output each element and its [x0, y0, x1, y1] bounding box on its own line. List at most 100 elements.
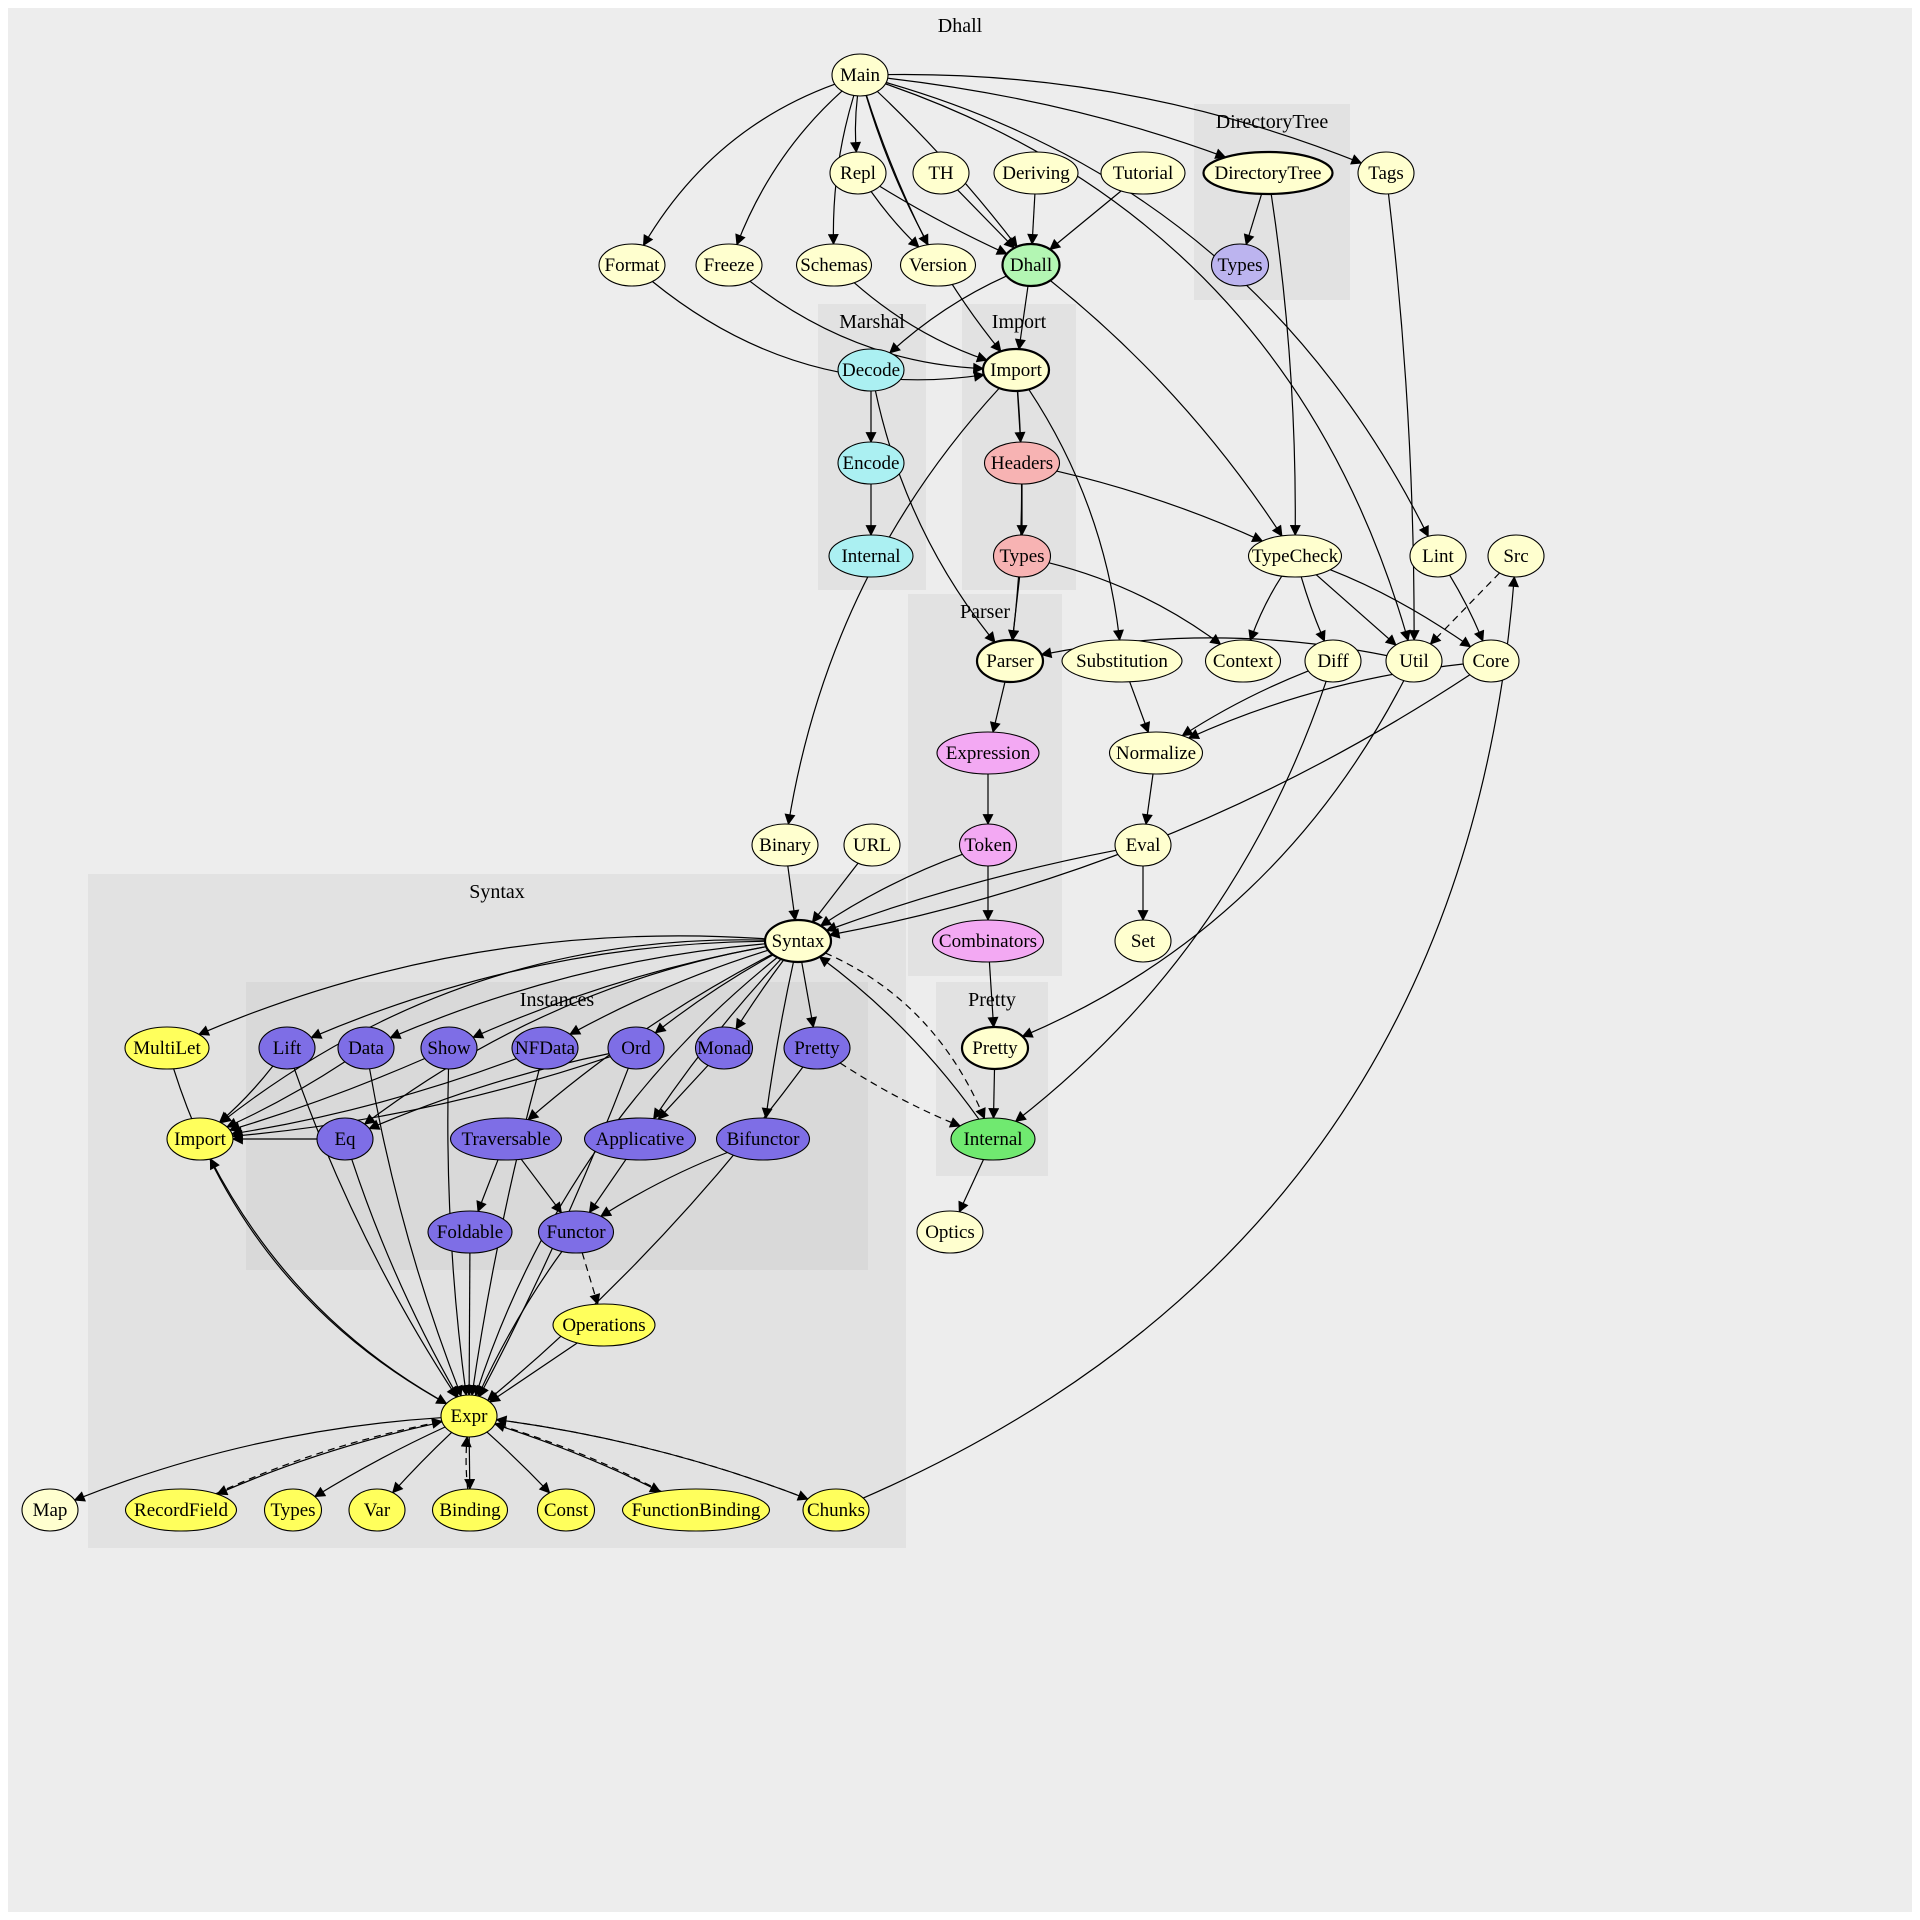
node-label-freeze: Freeze [704, 255, 755, 276]
node-label-types_imp: Types [999, 546, 1044, 567]
edge-traversable-functor [520, 1158, 563, 1214]
edge-repl-version [870, 191, 920, 248]
edge-substitution-normalize [1129, 681, 1151, 734]
node-token: Token [958, 823, 1018, 867]
edge-internal_pretty-optics [958, 1159, 985, 1213]
edge-main-repl [850, 95, 862, 154]
node-label-eq: Eq [334, 1129, 356, 1150]
edge-types_imp-parser [1008, 576, 1021, 642]
edge-data-expr [369, 1068, 463, 1397]
edge-tutorial-dhall [1049, 190, 1122, 251]
node-optics: Optics [916, 1210, 984, 1254]
edge-syntax-ord [654, 954, 774, 1034]
node-substitution: Substitution [1061, 639, 1183, 683]
edge-chunks-expr [495, 1415, 809, 1500]
edge-syntax-pretty_inst [801, 961, 817, 1029]
node-eval: Eval [1114, 823, 1172, 867]
node-pretty_inst: Pretty [783, 1026, 851, 1070]
cluster-label-instances: Instances [520, 989, 595, 1011]
edge-main-format [642, 83, 836, 247]
node-label-internal_marshal: Internal [841, 546, 900, 567]
node-schemas: Schemas [795, 243, 873, 287]
edge-show-import_syn [228, 1057, 426, 1133]
edge-eval-syntax [825, 849, 1117, 933]
node-var: Var [348, 1488, 406, 1532]
edge-combinators-pretty_main [987, 961, 999, 1029]
node-label-tutorial: Tutorial [1113, 163, 1174, 184]
edge-typecheck-util [1315, 574, 1397, 646]
node-eq: Eq [316, 1117, 374, 1161]
node-label-lift: Lift [273, 1038, 302, 1059]
edge-main-tags [887, 73, 1363, 165]
node-label-decode: Decode [842, 360, 900, 381]
cluster-label-syntax: Syntax [469, 881, 525, 903]
edge-url-syntax [811, 862, 859, 923]
edge-schemas-import_top [853, 282, 988, 363]
node-directorytree: DirectoryTree [1202, 150, 1334, 196]
node-version: Version [899, 243, 977, 287]
node-label-types_syn: Types [270, 1500, 315, 1521]
edge-expr-var [391, 1431, 453, 1494]
node-operations: Operations [552, 1303, 656, 1347]
edge-main-directorytree [887, 77, 1227, 159]
node-util: Util [1385, 639, 1443, 683]
edge-expr-map [73, 1417, 442, 1502]
edge-main-util [885, 83, 1411, 642]
node-label-context: Context [1213, 651, 1274, 672]
edge-decode-parser [874, 390, 996, 644]
node-tutorial: Tutorial [1100, 151, 1186, 195]
node-types_dt: Types [1210, 243, 1270, 287]
edge-th-dhall [957, 189, 1016, 249]
node-show: Show [420, 1026, 478, 1070]
edge-lint-core [1449, 574, 1485, 642]
edges-layer [73, 73, 1519, 1502]
edge-expr-const [486, 1431, 551, 1494]
edge-syntax-monad [735, 959, 785, 1030]
edge-syntax-import_syn [219, 939, 766, 1124]
node-multilet: MultiLet [124, 1026, 210, 1070]
edge-diff-internal_pretty [1014, 681, 1327, 1122]
node-label-url: URL [853, 835, 891, 856]
node-lint: Lint [1409, 534, 1467, 578]
node-functor: Functor [537, 1210, 615, 1254]
edge-headers-typecheck [1056, 470, 1264, 542]
cluster-label-parser: Parser [960, 601, 1010, 623]
edge-binding-expr [460, 1435, 472, 1490]
node-label-lint: Lint [1422, 546, 1454, 567]
node-label-eval: Eval [1126, 835, 1161, 856]
node-foldable: Foldable [427, 1210, 513, 1254]
node-expr: Expr [440, 1394, 498, 1438]
node-label-data: Data [348, 1038, 384, 1059]
edge-freeze-import_top [749, 280, 985, 374]
edge-eq-expr [351, 1159, 459, 1398]
node-traversable: Traversable [449, 1117, 563, 1161]
node-typecheck: TypeCheck [1247, 534, 1343, 578]
edge-src-util [1429, 572, 1500, 645]
node-context: Context [1204, 639, 1282, 683]
node-types_imp: Types [992, 534, 1052, 578]
node-label-bifunctor: Bifunctor [727, 1129, 800, 1150]
edge-import_top-binary [784, 387, 1000, 826]
edge-bifunctor-functor [599, 1151, 728, 1217]
node-normalize: Normalize [1108, 731, 1204, 775]
node-label-dhall: Dhall [1010, 255, 1052, 276]
node-format: Format [598, 243, 666, 287]
node-label-repl: Repl [840, 163, 876, 184]
node-label-token: Token [964, 835, 1012, 856]
edge-util-pretty_main [1021, 680, 1405, 1038]
edge-normalize-eval [1141, 773, 1154, 826]
node-import_top: Import [981, 347, 1051, 393]
node-label-const: Const [544, 1500, 589, 1521]
node-label-main: Main [840, 65, 881, 86]
node-dhall: Dhall [1001, 242, 1061, 288]
node-ord: Ord [607, 1026, 665, 1070]
node-label-combinators: Combinators [939, 931, 1037, 952]
node-tags: Tags [1357, 151, 1415, 195]
edge-dhall-import_top [1014, 285, 1029, 351]
node-label-encode: Encode [843, 453, 900, 474]
node-label-multilet: MultiLet [133, 1038, 201, 1059]
node-label-pretty_inst: Pretty [794, 1038, 840, 1059]
